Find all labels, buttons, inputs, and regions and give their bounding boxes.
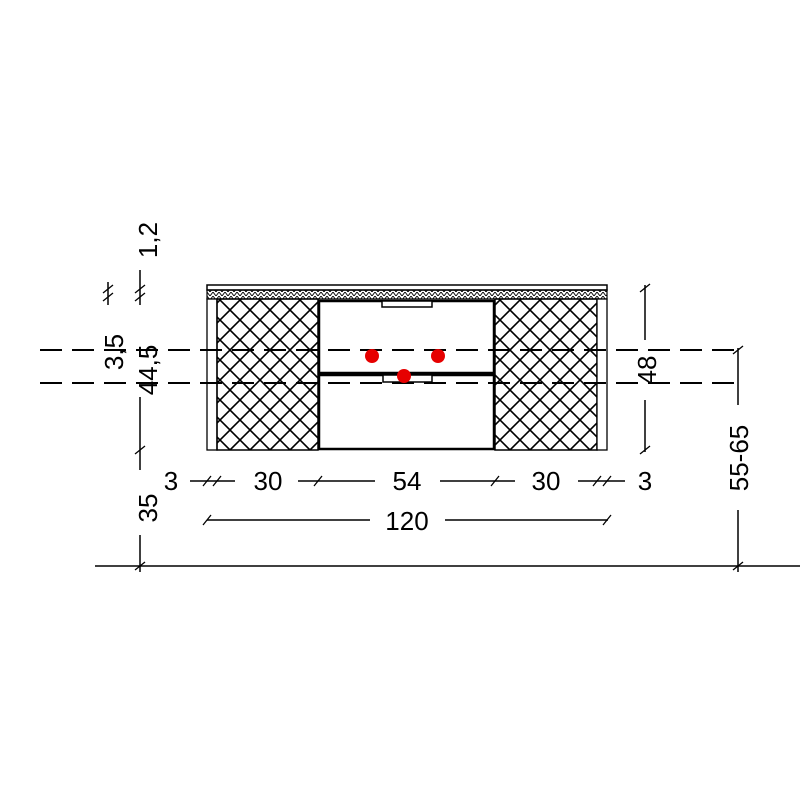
dim-total-height: 48 bbox=[632, 356, 662, 385]
dim-top-offset: 3,5 bbox=[99, 334, 129, 370]
marker-dot bbox=[365, 349, 379, 363]
top-drawer bbox=[317, 299, 496, 375]
dim-floor-clearance: 35 bbox=[133, 494, 163, 523]
top-drawer-handle bbox=[381, 300, 433, 308]
cabinet bbox=[206, 284, 608, 451]
countertop-core bbox=[206, 289, 608, 300]
top-offset-dimension: 3,5 bbox=[99, 282, 129, 370]
dim-center: 54 bbox=[393, 466, 422, 496]
countertop bbox=[206, 284, 608, 291]
dim-side-right: 3 bbox=[638, 466, 652, 496]
dim-mount-height: 55-65 bbox=[724, 425, 754, 492]
dim-countertop-thickness: 1,2 bbox=[133, 222, 163, 258]
side-panel-left bbox=[206, 298, 218, 451]
dim-body-height: 44,5 bbox=[133, 345, 163, 396]
side-panel-right bbox=[596, 298, 608, 451]
dim-panel-left: 30 bbox=[254, 466, 283, 496]
total-width-dimension: 120 bbox=[202, 506, 612, 536]
left-dimension-chain: 1,2 44,5 35 bbox=[133, 222, 163, 572]
dim-side-left: 3 bbox=[164, 466, 178, 496]
width-segments-dimension: 3 30 54 30 3 bbox=[164, 466, 652, 496]
hatched-panel-right bbox=[494, 298, 598, 451]
hatched-panel-left bbox=[216, 298, 319, 451]
marker-dot bbox=[431, 349, 445, 363]
dim-panel-right: 30 bbox=[532, 466, 561, 496]
total-height-dimension: 48 bbox=[632, 283, 662, 455]
dim-total-width: 120 bbox=[385, 506, 428, 536]
marker-dot bbox=[397, 369, 411, 383]
mount-height-dimension: 55-65 bbox=[724, 345, 754, 572]
bottom-drawer bbox=[317, 373, 496, 451]
